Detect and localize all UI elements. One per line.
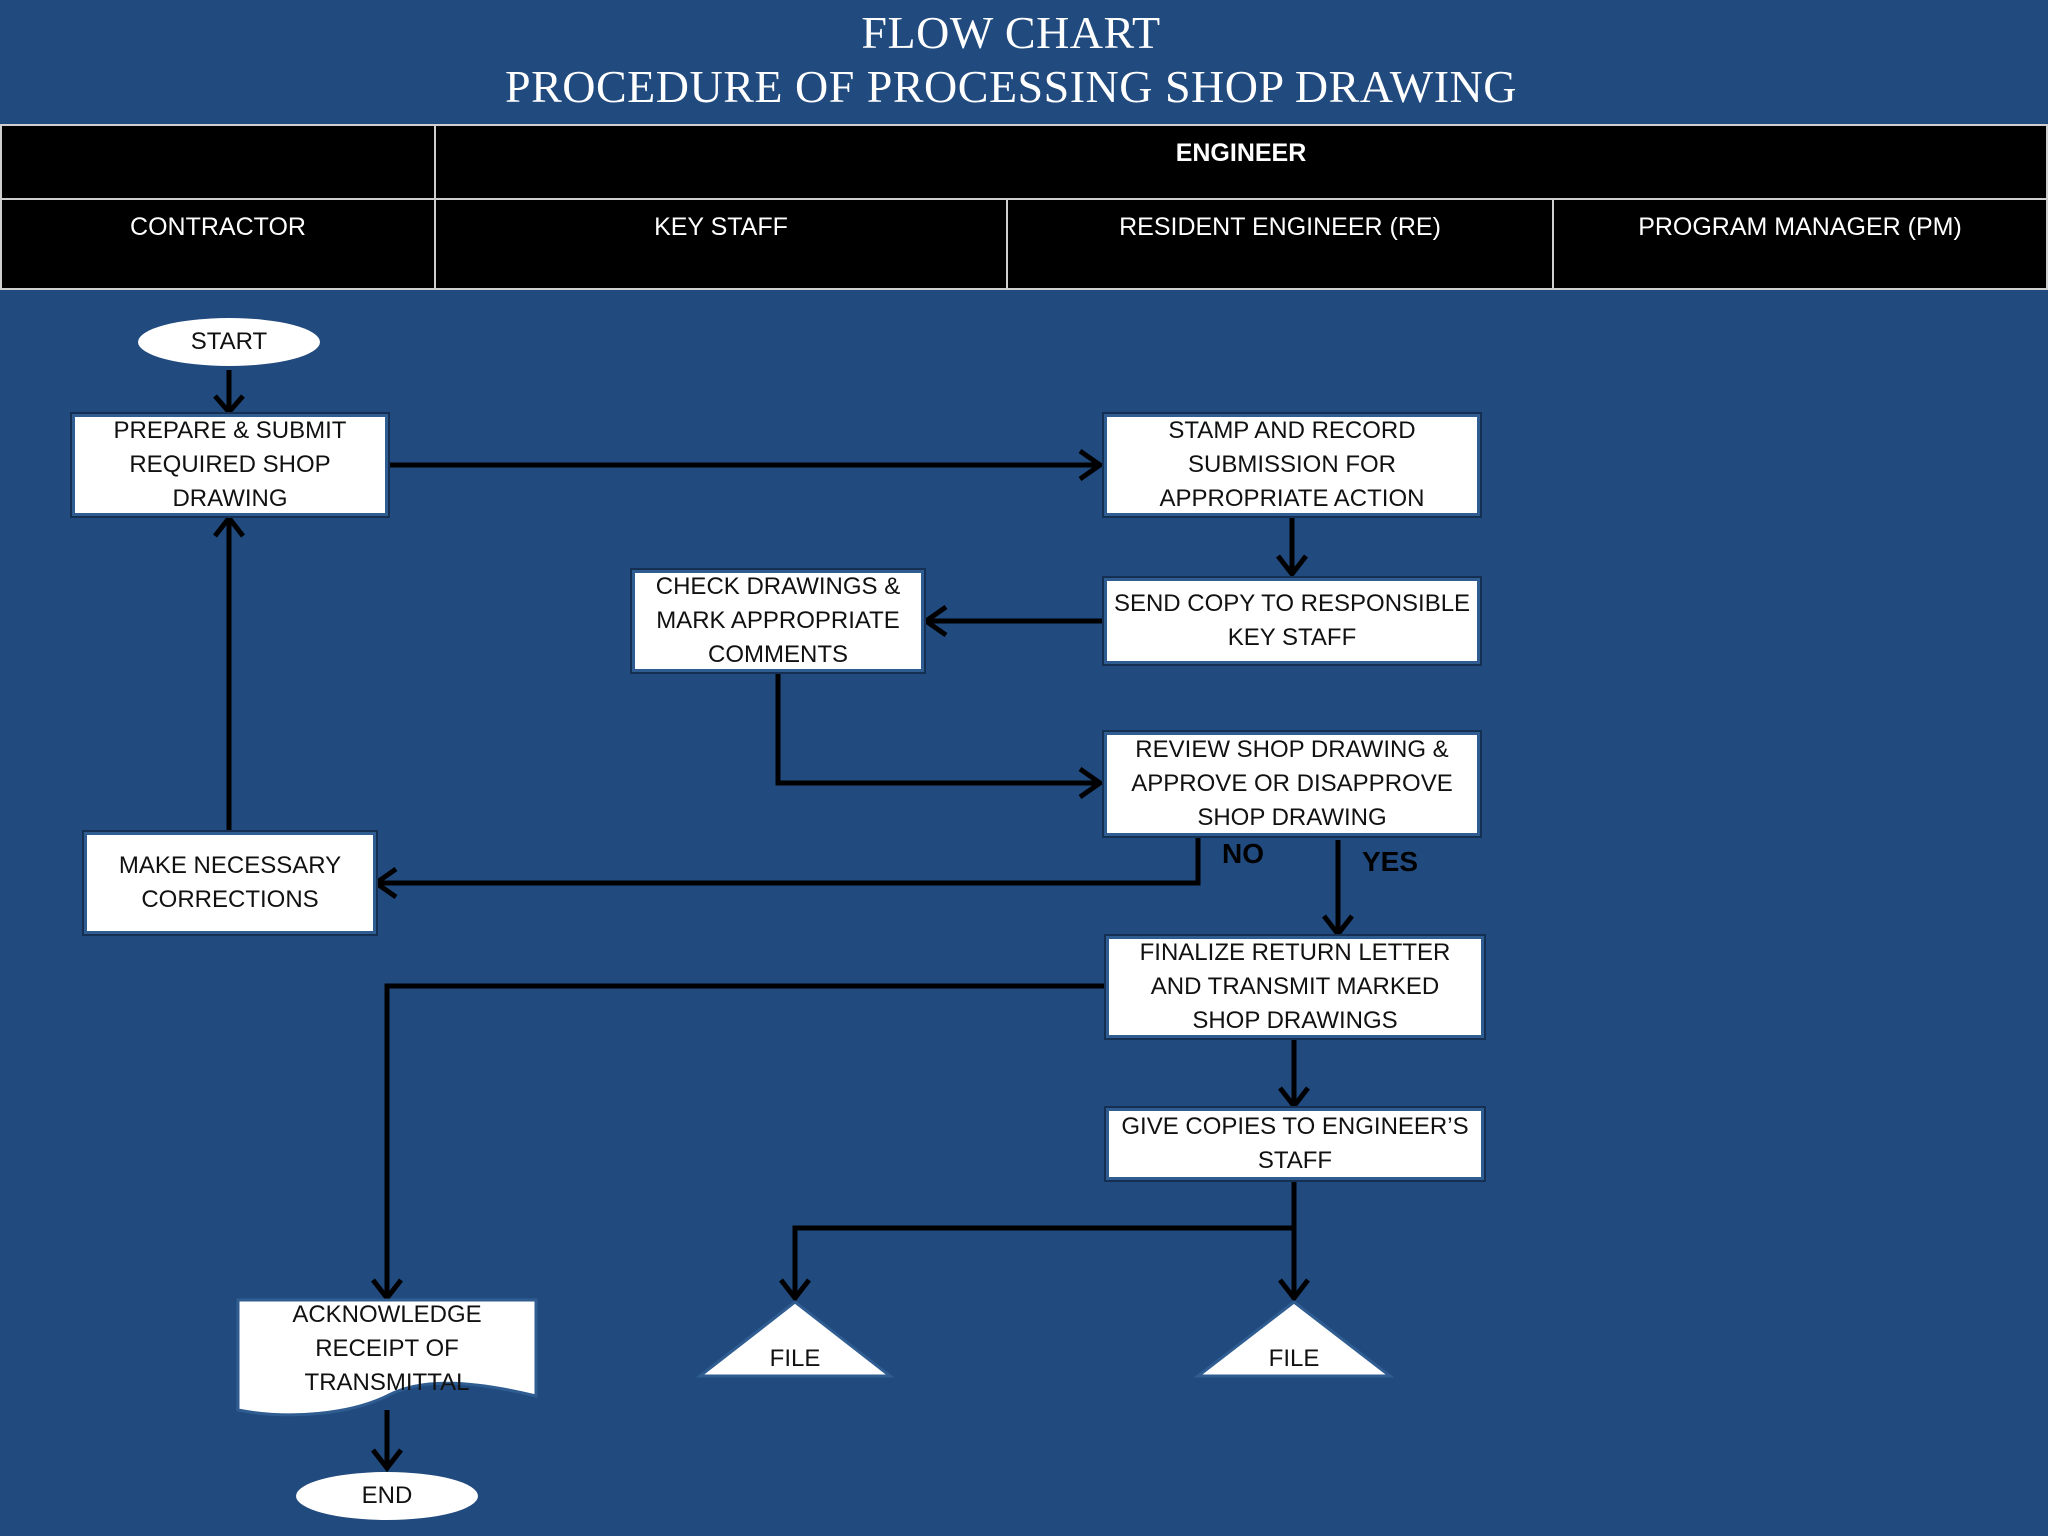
file-left-triangle	[695, 1300, 895, 1378]
file-right-triangle	[1193, 1300, 1395, 1378]
lane-header-resident-engineer: RESIDENT ENGINEER (RE)	[1006, 198, 1554, 290]
start-terminal: START	[138, 318, 320, 366]
lane-header-key-staff: KEY STAFF	[434, 198, 1008, 290]
review-shop-drawing-box: REVIEW SHOP DRAWING & APPROVE OR DISAPPR…	[1104, 732, 1480, 836]
check-drawings-box: CHECK DRAWINGS & MARK APPROPRIATE COMMEN…	[632, 570, 924, 672]
chart-title: FLOW CHART	[861, 7, 1161, 58]
send-copy-box: SEND COPY TO RESPONSIBLE KEY STAFF	[1104, 578, 1480, 664]
acknowledge-document-shape	[236, 1298, 538, 1417]
branch-yes-label: YES	[1362, 846, 1419, 877]
file-left-label: FILE	[769, 1345, 821, 1372]
branch-no-label: NO	[1222, 838, 1264, 869]
arrow-review-no-to-corrections	[378, 832, 1201, 886]
stamp-record-box: STAMP AND RECORD SUBMISSION FOR APPROPRI…	[1104, 414, 1480, 516]
lane-header-program-manager: PROGRAM MANAGER (PM)	[1552, 198, 2048, 290]
lane-header-contractor: CONTRACTOR	[0, 198, 436, 290]
arrow-check-to-review	[775, 670, 1098, 786]
chart-subtitle: PROCEDURE OF PROCESSING SHOP DRAWING	[505, 61, 1517, 112]
header-engineer-group: ENGINEER	[434, 124, 2048, 200]
give-copies-box: GIVE COPIES TO ENGINEER’S STAFF	[1106, 1108, 1484, 1180]
acknowledge-receipt-label: ACKNOWLEDGE RECEIPT OF TRANSMITTAL	[292, 1301, 482, 1396]
make-corrections-box: MAKE NECESSARY CORRECTIONS	[84, 832, 376, 934]
file-right-label: FILE	[1268, 1345, 1320, 1372]
arrow-give-copies-to-files	[792, 1174, 1297, 1296]
prepare-submit-box: PREPARE & SUBMIT REQUIRED SHOP DRAWING	[72, 414, 388, 516]
end-terminal: END	[296, 1472, 478, 1520]
finalize-return-letter-box: FINALIZE RETURN LETTER AND TRANSMIT MARK…	[1106, 936, 1484, 1038]
arrow-finalize-to-acknowledge	[384, 983, 1106, 1296]
